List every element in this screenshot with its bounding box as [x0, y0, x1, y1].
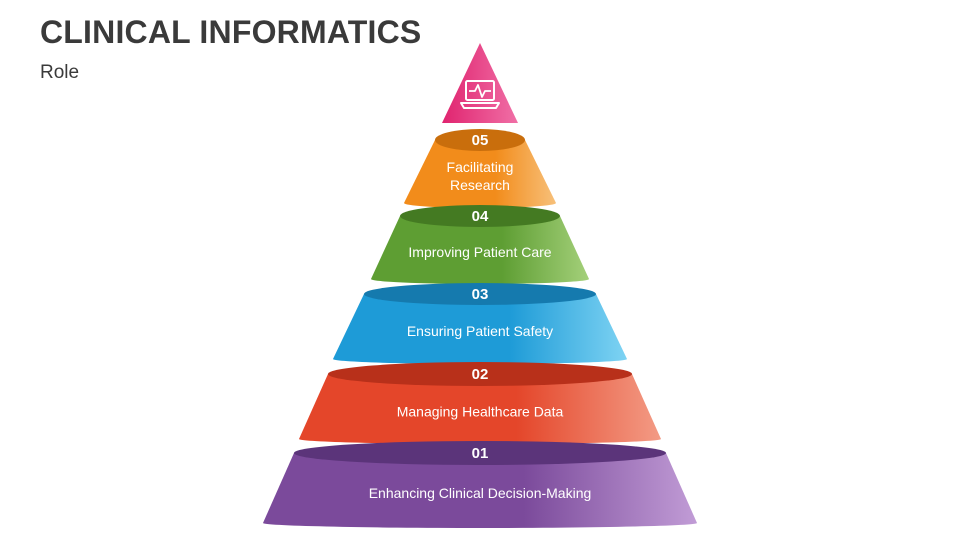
- level-number: 01: [472, 445, 489, 462]
- level-label: Improving Patient Care: [408, 244, 551, 260]
- level-body: [333, 294, 627, 364]
- page-title: CLINICAL INFORMATICS: [40, 14, 422, 50]
- level-number: 05: [472, 132, 489, 149]
- page-subtitle: Role: [40, 62, 80, 83]
- level-number: 04: [472, 208, 489, 225]
- level-top-ellipse: [400, 205, 560, 227]
- level-top-ellipse: [328, 362, 632, 386]
- level-top-ellipse: [435, 129, 525, 151]
- pyramid-apex: [442, 43, 518, 123]
- level-label: Managing Healthcare Data: [397, 404, 564, 420]
- level-body: [299, 374, 661, 444]
- level-body: [263, 453, 697, 528]
- laptop-heartbeat-icon: [460, 80, 500, 109]
- level-label: Facilitating: [447, 159, 514, 175]
- level-body: [371, 216, 589, 284]
- level-label: Ensuring Patient Safety: [407, 323, 553, 339]
- level-top-ellipse: [364, 283, 596, 305]
- level-top-ellipse: [294, 441, 666, 465]
- level-number: 03: [472, 286, 489, 303]
- level-label: Enhancing Clinical Decision-Making: [369, 485, 592, 501]
- level-label: Research: [450, 177, 510, 193]
- apex-triangle: [442, 43, 518, 123]
- level-number: 02: [472, 366, 489, 383]
- level-body: [404, 140, 556, 208]
